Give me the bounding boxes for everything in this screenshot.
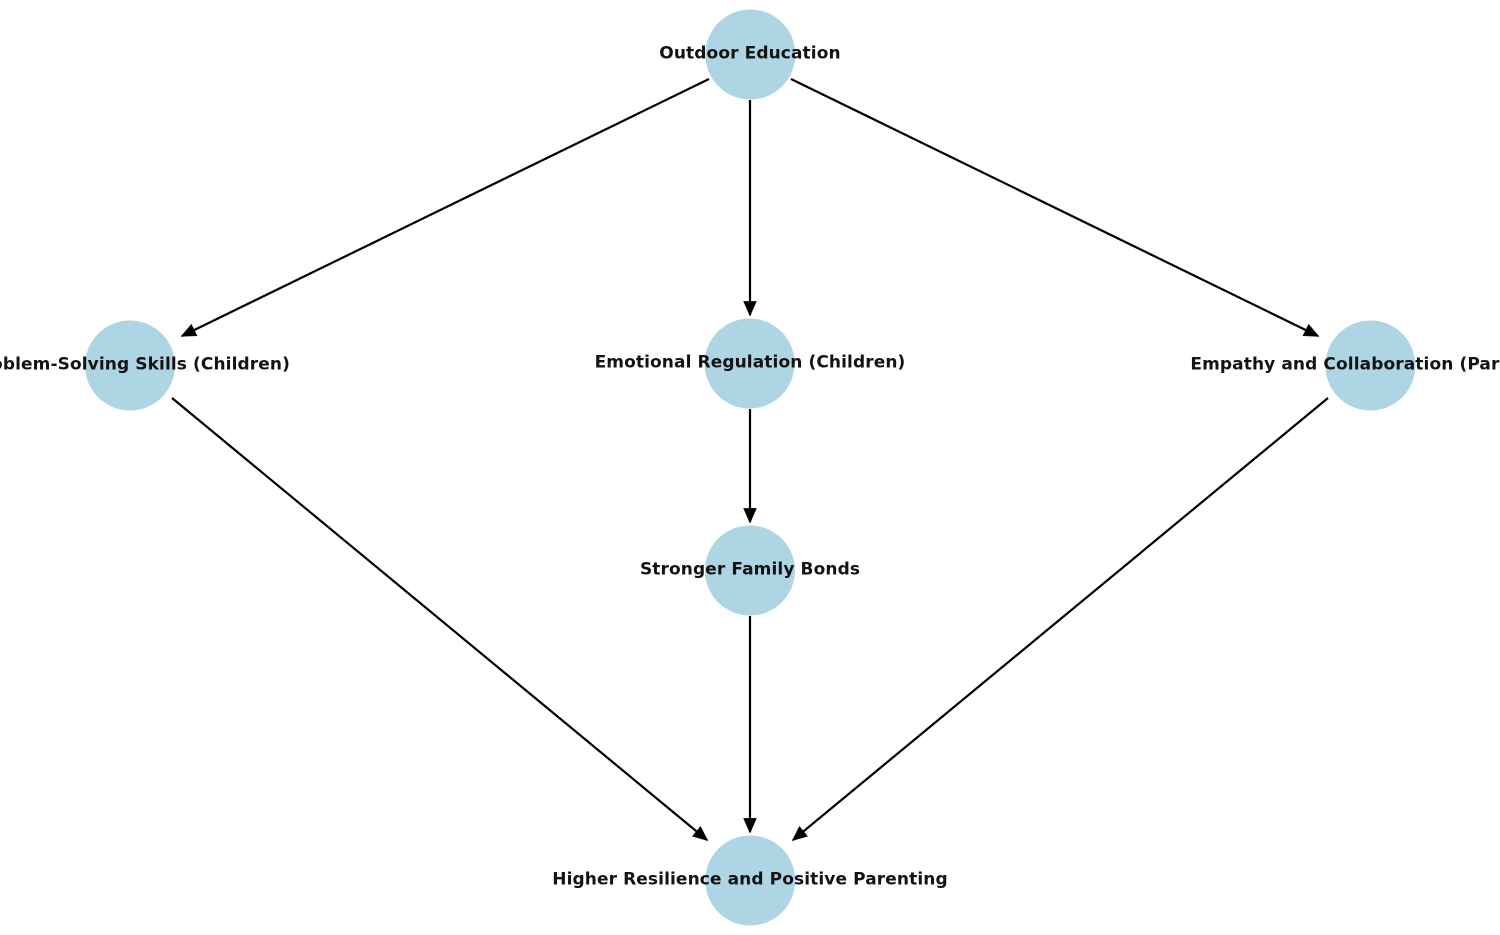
edges-group [171,78,1329,841]
edge-outdoor-education-to-problem-solving-skills-children [180,78,710,337]
node-circle-stronger-family-bonds [705,525,795,615]
node-circle-outdoor-education [704,9,795,99]
node-circle-emotional-regulation-children [705,318,795,408]
node-label-problem-solving-skills-children: Problem-Solving Skills (Children) [0,354,290,375]
node-empathy-and-collaboration-parents[interactable]: Empathy and Collaboration (Parents) [1190,320,1500,410]
node-circle-problem-solving-skills-children [85,320,175,410]
node-problem-solving-skills-children[interactable]: Problem-Solving Skills (Children) [0,320,290,410]
edge-problem-solving-skills-children-to-higher-resilience-and-positive-parenting [171,397,709,841]
node-circle-higher-resilience-and-positive-parenting [704,835,795,925]
node-emotional-regulation-children[interactable]: Emotional Regulation (Children) [594,318,906,408]
node-label-higher-resilience-and-positive-parenting: Higher Resilience and Positive Parenting [552,869,948,890]
node-higher-resilience-and-positive-parenting[interactable]: Higher Resilience and Positive Parenting [552,835,948,925]
node-label-stronger-family-bonds: Stronger Family Bonds [639,559,861,580]
edge-outdoor-education-to-empathy-and-collaboration-parents [790,78,1320,337]
node-outdoor-education[interactable]: Outdoor Education [659,9,841,99]
node-circle-empathy-and-collaboration-parents [1325,320,1415,410]
node-label-outdoor-education: Outdoor Education [659,43,841,64]
edge-empathy-and-collaboration-parents-to-higher-resilience-and-positive-parenting [791,397,1329,841]
node-stronger-family-bonds[interactable]: Stronger Family Bonds [639,525,861,615]
node-label-empathy-and-collaboration-parents: Empathy and Collaboration (Parents) [1190,354,1500,375]
node-label-emotional-regulation-children: Emotional Regulation (Children) [594,352,906,373]
